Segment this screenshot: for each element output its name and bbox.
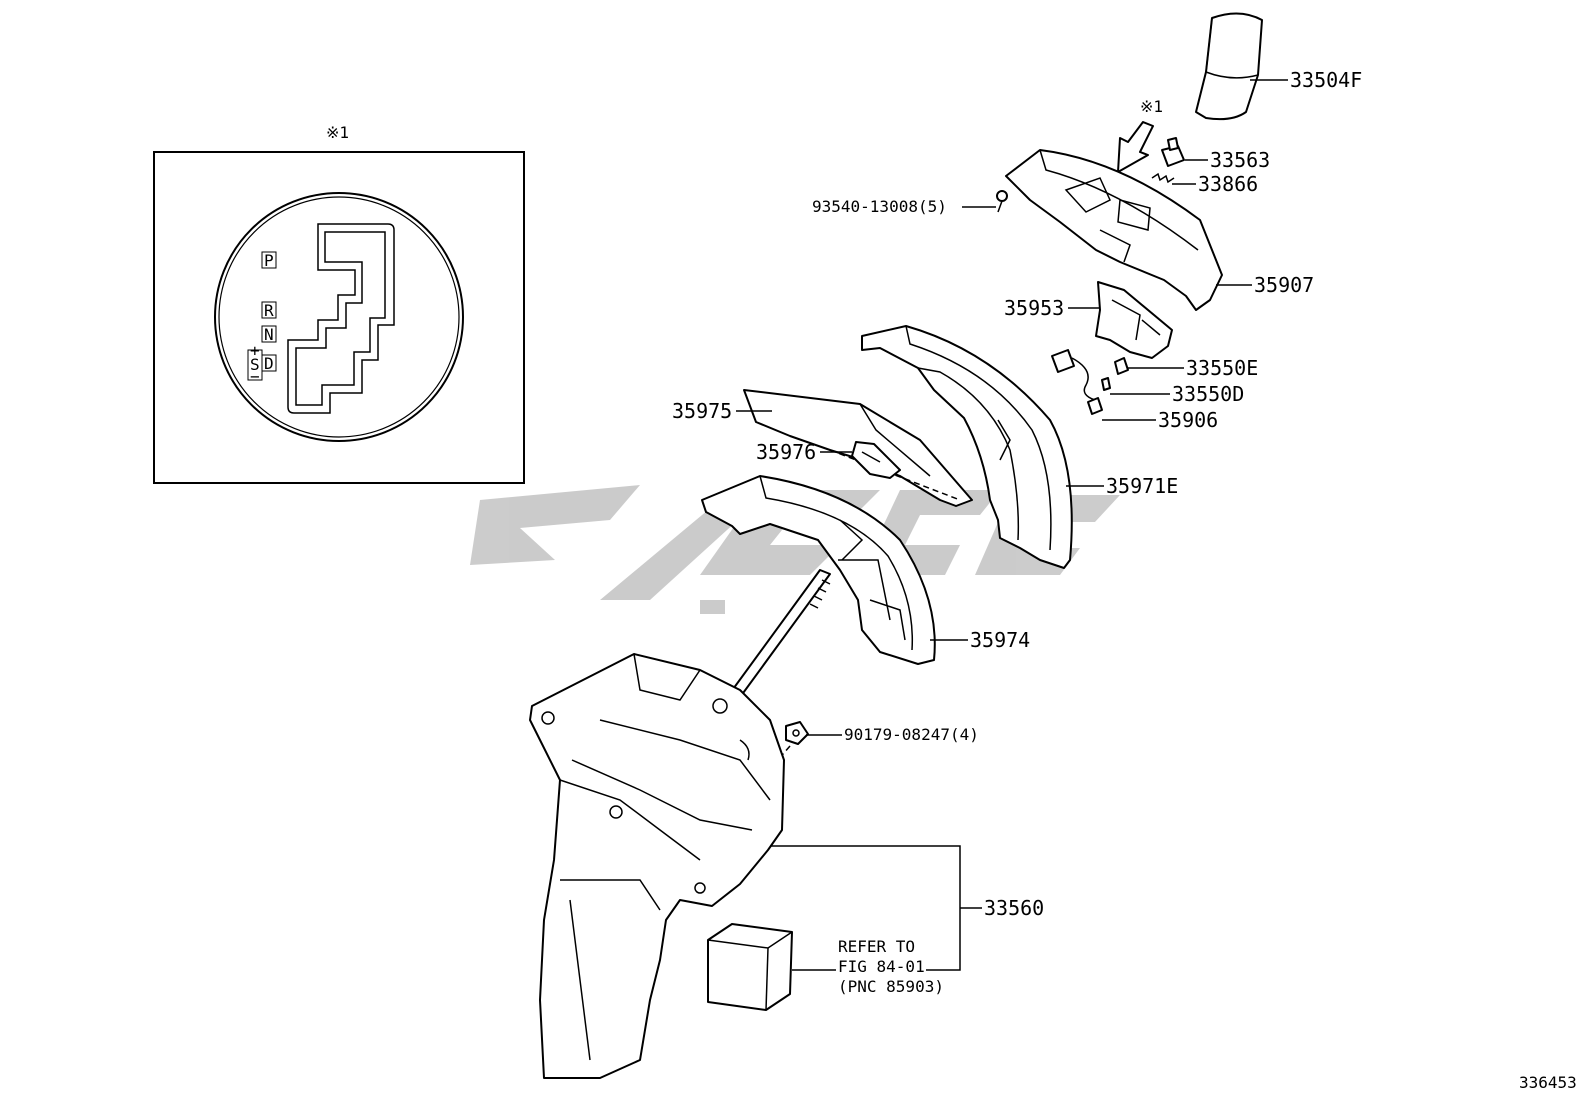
label-35975: 35975 <box>672 399 732 423</box>
label-33866: 33866 <box>1198 172 1258 196</box>
refer-line-2: FIG 84-01 <box>838 957 925 976</box>
label-35953: 35953 <box>1004 296 1064 320</box>
indicator-film-35976 <box>851 441 901 479</box>
gate-letter-d: D <box>264 354 274 373</box>
shift-knob <box>1195 12 1263 121</box>
label-33550e: 33550E <box>1186 356 1258 380</box>
label-33563: 33563 <box>1210 148 1270 172</box>
gate-letter-s: S <box>250 355 260 374</box>
gate-letter-r: R <box>264 301 274 320</box>
refer-line-1: REFER TO <box>838 937 915 956</box>
gate-letter-plus: + <box>250 341 260 360</box>
switch-35953 <box>1095 281 1173 359</box>
spring-33866 <box>1151 172 1175 184</box>
label-nut: 90179-08247(4) <box>844 725 979 744</box>
gate-letter-n: N <box>264 325 274 344</box>
wire-harness-35906 <box>1051 349 1103 415</box>
control-unit-box <box>707 923 793 1011</box>
inset-mark: ※1 <box>326 123 349 142</box>
shift-gate-slot-inner <box>295 231 386 406</box>
gate-letter-r-box <box>261 301 277 319</box>
button-33563 <box>1161 137 1185 167</box>
gate-plate-outer <box>214 192 464 442</box>
label-35971e: 35971E <box>1106 474 1178 498</box>
lower-housing-35974 <box>701 475 936 665</box>
screw-93540 <box>996 190 1008 213</box>
gate-letter-s-box <box>247 349 263 381</box>
bulb-33550d <box>1101 377 1111 391</box>
shift-gate-slot <box>287 223 395 414</box>
view-arrow <box>1117 121 1154 173</box>
label-35976: 35976 <box>756 440 816 464</box>
refer-line-3: (PNC 85903) <box>838 977 944 996</box>
gate-letter-p: P <box>264 251 274 270</box>
label-35906: 35906 <box>1158 408 1218 432</box>
figure-id: 336453 <box>1519 1073 1577 1092</box>
gate-letter-p-box <box>261 251 277 269</box>
shift-lever-rod <box>727 569 831 701</box>
gate-plate-inner <box>218 196 460 438</box>
label-35907: 35907 <box>1254 273 1314 297</box>
indicator-housing-35971e <box>861 325 1073 569</box>
label-33560: 33560 <box>984 896 1044 920</box>
label-33550d: 33550D <box>1172 382 1244 406</box>
label-35974: 35974 <box>970 628 1030 652</box>
label-33504f: 33504F <box>1290 68 1362 92</box>
arrow-mark: ※1 <box>1140 97 1163 116</box>
gate-letter-n-box <box>261 325 277 343</box>
upper-cover-35907 <box>1005 149 1223 311</box>
lamp-socket-33550e <box>1114 357 1129 375</box>
label-screw: 93540-13008(5) <box>812 197 947 216</box>
shift-gate-inset: ※1 P R N D + S − <box>153 123 525 484</box>
shift-lever-assembly-33560 <box>529 653 785 1079</box>
gate-letter-minus: − <box>250 367 260 386</box>
